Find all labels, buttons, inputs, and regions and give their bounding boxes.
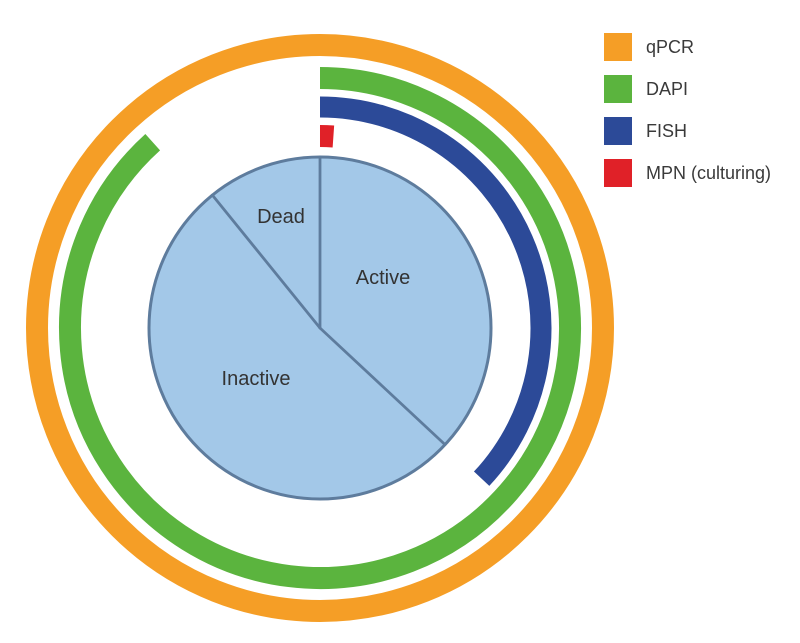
pie-label-active: Active bbox=[356, 267, 410, 289]
ring-dapi bbox=[59, 67, 581, 589]
legend-item-fish: FISH bbox=[604, 117, 771, 145]
legend-item-mpn: MPN (culturing) bbox=[604, 159, 771, 187]
legend-item-dapi: DAPI bbox=[604, 75, 771, 103]
legend-item-qpcr: qPCR bbox=[604, 33, 771, 61]
pie-divider-dead bbox=[210, 193, 322, 330]
dapi-color-swatch-icon bbox=[604, 75, 632, 103]
legend: qPCR DAPI FISH MPN (culturing) bbox=[604, 33, 771, 187]
ring-qpcr bbox=[26, 34, 614, 622]
legend-label-qpcr: qPCR bbox=[646, 37, 695, 57]
fish-color-swatch-icon bbox=[604, 117, 632, 145]
pie-divider-inactive bbox=[318, 326, 447, 447]
legend-label-fish: FISH bbox=[646, 121, 688, 141]
mpn-color-swatch-icon bbox=[604, 159, 632, 187]
legend-label-dapi: DAPI bbox=[646, 79, 689, 99]
ring-fish bbox=[319, 96, 552, 486]
pie-label-dead: Dead bbox=[257, 206, 305, 228]
pie-label-inactive: Inactive bbox=[222, 368, 291, 390]
qpcr-color-swatch-icon bbox=[604, 33, 632, 61]
legend-label-mpn: MPN (culturing) bbox=[646, 163, 772, 183]
